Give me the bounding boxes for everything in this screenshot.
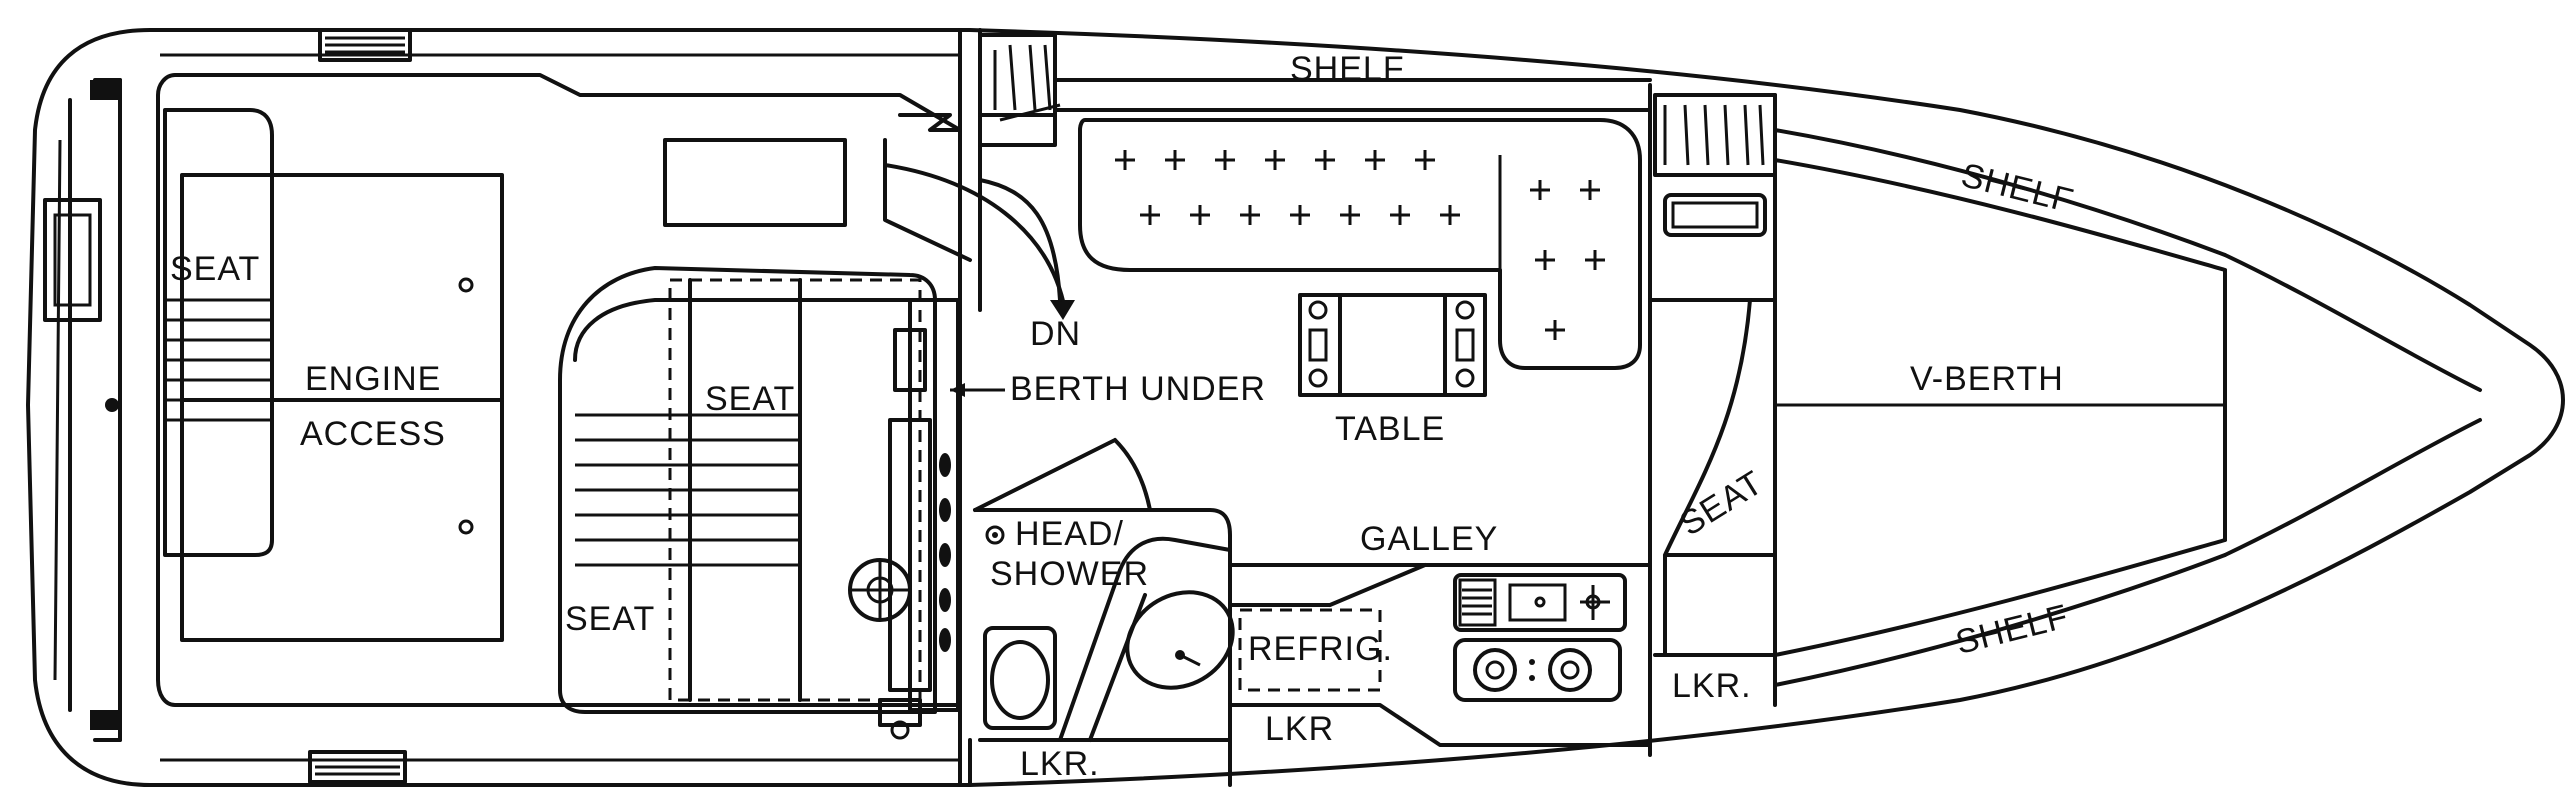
- label-refrig: REFRIG.: [1248, 630, 1393, 668]
- head-compartment: [973, 508, 1232, 742]
- label-galley: GALLEY: [1360, 520, 1498, 558]
- down-arrow: [978, 178, 1062, 302]
- galley-counter: [1228, 563, 1652, 607]
- hull-inner-line: [53, 53, 960, 762]
- companionway-steps: [978, 33, 1057, 147]
- settee-cushion: [1078, 118, 1642, 370]
- label-v-berth: V-BERTH: [1910, 360, 2064, 398]
- dinette-slats: [575, 413, 800, 567]
- label-lkr-fwd: LKR.: [1672, 667, 1752, 705]
- aft-seat: [163, 108, 274, 557]
- galley-sink-icon: [1453, 573, 1627, 632]
- label-berth-under: BERTH UNDER: [1010, 370, 1266, 408]
- aft-seat-slats: [165, 298, 272, 422]
- label-access: ACCESS: [300, 415, 446, 453]
- label-seat-aft: SEAT: [170, 250, 260, 288]
- shelf-fwd-lower-line: [1773, 553, 2227, 687]
- label-shelf-top: SHELF: [1290, 50, 1405, 88]
- dinette-outline: [558, 266, 937, 714]
- label-table: TABLE: [1335, 410, 1445, 448]
- vent-icon: [308, 28, 412, 784]
- door-swing: [883, 138, 1067, 312]
- transom: [43, 78, 122, 742]
- label-seat-dinette: SEAT: [705, 380, 795, 418]
- tufting: [1115, 150, 1605, 340]
- stove-icon: [1453, 638, 1622, 702]
- label-seat-fwd: SEAT: [1673, 463, 1770, 543]
- engine-hatch: [180, 173, 504, 642]
- label-lkr-head: LKR.: [1020, 745, 1100, 783]
- label-seat-port: SEAT: [565, 600, 655, 638]
- refrigerator: [1238, 608, 1382, 692]
- label-shower: SHOWER: [990, 555, 1149, 593]
- label-dn: DN: [1030, 315, 1081, 353]
- label-shelf-fwd-lower: SHELF: [1952, 597, 2072, 662]
- sink-icon: [1125, 590, 1235, 690]
- label-head: HEAD/: [1015, 515, 1124, 553]
- shelf-top: [1053, 78, 1652, 112]
- label-lkr-galley: LKR: [1265, 710, 1334, 748]
- helm-console: [663, 138, 847, 227]
- hull-outline: [26, 28, 2565, 787]
- toilet-icon: [983, 626, 1057, 730]
- label-engine: ENGINE: [305, 360, 441, 398]
- vanity-counter: [1058, 536, 1232, 742]
- dinette-table: [1298, 293, 1487, 397]
- forward-seat: [1663, 298, 1777, 657]
- helm-wheel-icon: [848, 558, 912, 622]
- shelf-fwd-upper-line: [1773, 128, 2227, 257]
